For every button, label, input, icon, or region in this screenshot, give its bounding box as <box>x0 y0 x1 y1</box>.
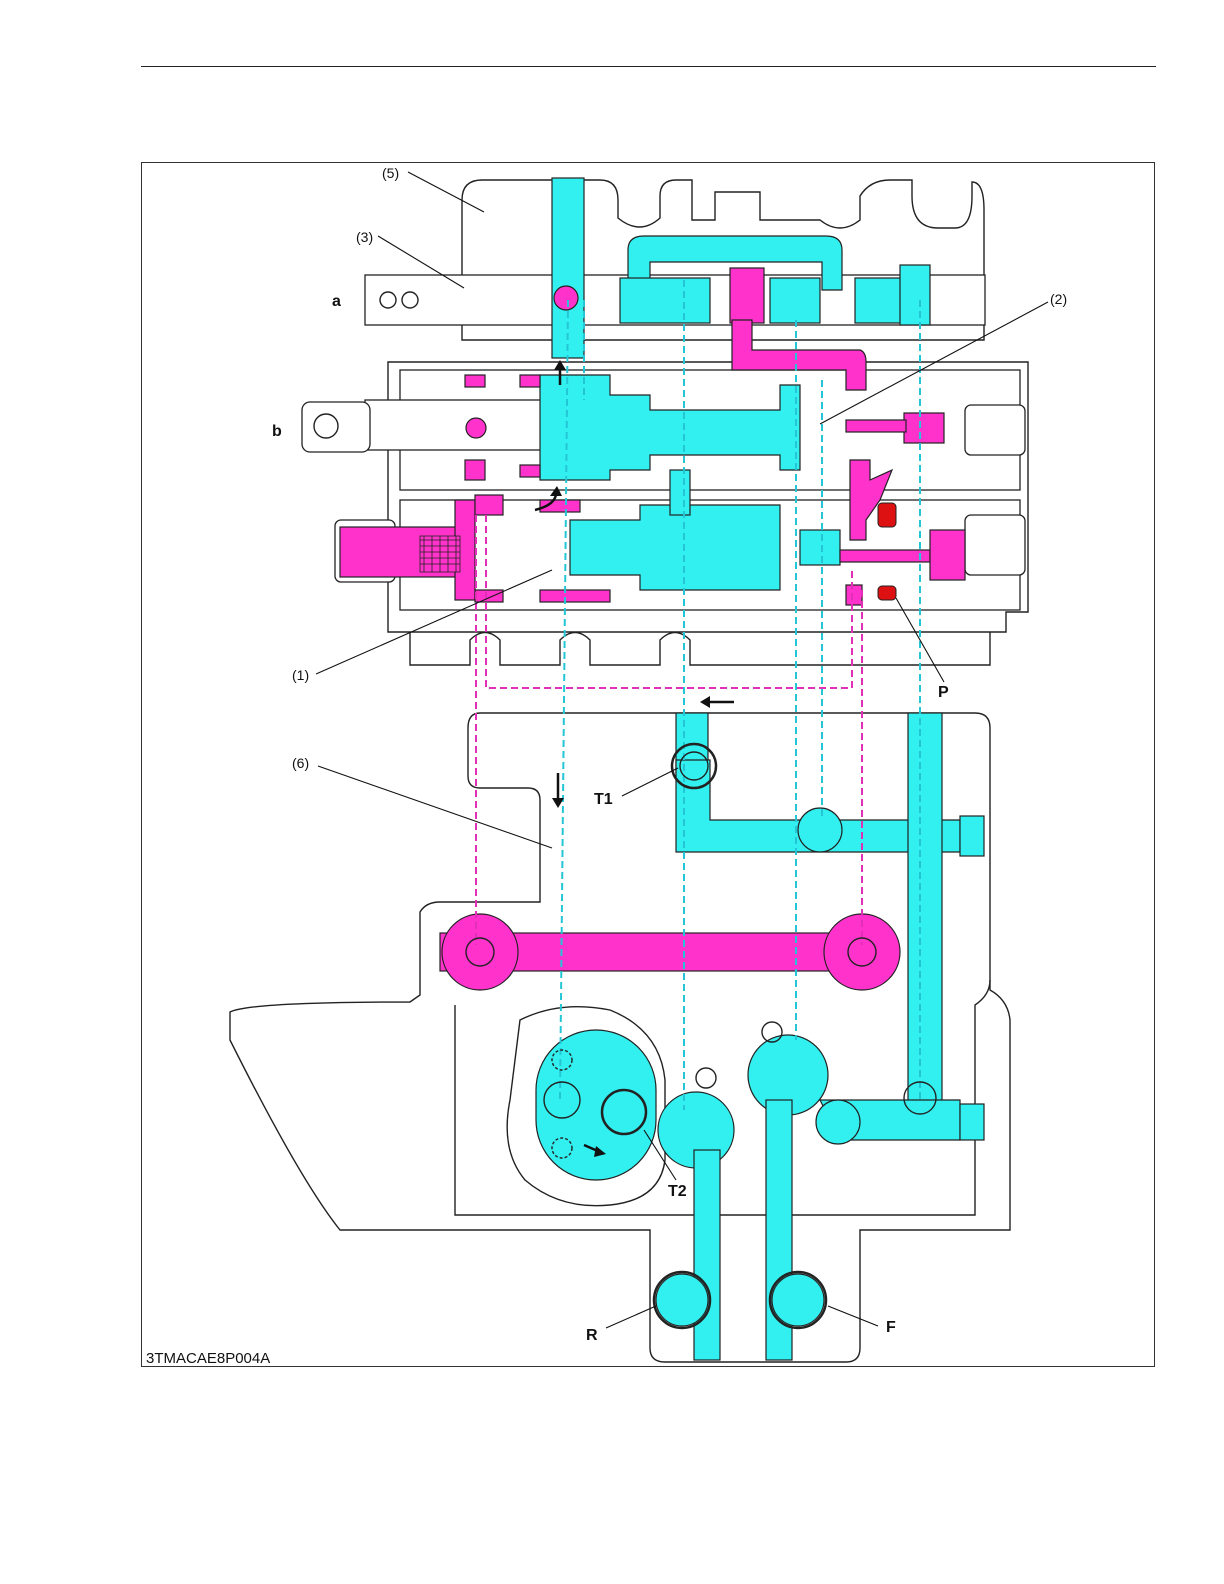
solenoid-core <box>420 536 460 572</box>
label-port-r: R <box>586 1327 598 1344</box>
label-part-2: (2) <box>1050 291 1067 307</box>
label-part-3: (3) <box>356 229 373 245</box>
label-port-f: F <box>886 1319 896 1336</box>
figure-code: 3TMACAE8P004A <box>146 1350 270 1367</box>
label-port-a: a <box>332 293 341 310</box>
label-part-6: (6) <box>292 755 309 771</box>
label-port-p: P <box>938 684 949 701</box>
label-port-b: b <box>272 423 282 440</box>
label-port-t1: T1 <box>594 791 613 808</box>
label-part-1: (1) <box>292 667 309 683</box>
label-part-5: (5) <box>382 165 399 181</box>
label-port-t2: T2 <box>668 1183 687 1200</box>
